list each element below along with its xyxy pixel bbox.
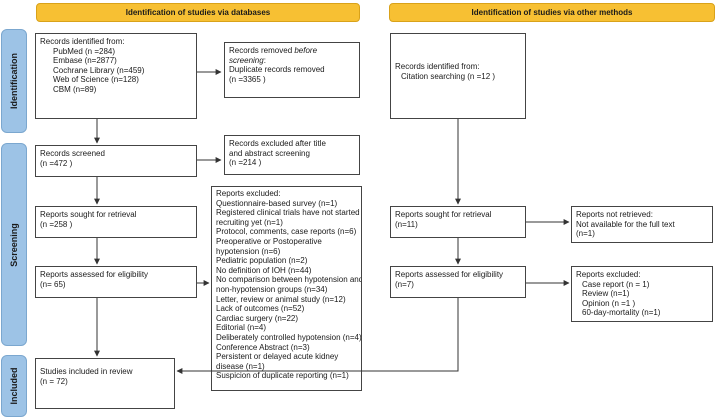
studies-included-count: (n = 72) bbox=[40, 376, 68, 386]
other-records-identified-box: Records identified from: Citation search… bbox=[390, 33, 526, 119]
excluded-kidney-disease-cont: disease (n=1) bbox=[216, 361, 265, 371]
excluded-questionnaire: Questionnaire-based survey (n=1) bbox=[216, 198, 338, 208]
excluded-editorial: Editorial (n=4) bbox=[216, 323, 267, 333]
header-databases: Identification of studies via databases bbox=[36, 3, 360, 22]
records-excluded-box: Records excluded after title and abstrac… bbox=[224, 135, 360, 175]
records-removed-prefix: Records removed bbox=[229, 46, 295, 55]
records-removed-line2: screening: bbox=[229, 56, 355, 66]
records-removed-line1: Records removed before bbox=[229, 46, 355, 56]
other-reports-assessed-box: Reports assessed for eligibility (n=7) bbox=[390, 266, 526, 298]
records-excluded-count: (n =214 ) bbox=[229, 158, 262, 168]
other-not-retrieved-box: Reports not retrieved: Not available for… bbox=[571, 206, 713, 243]
duplicate-records-label: Duplicate records removed bbox=[229, 65, 325, 75]
excluded-no-comparison: No comparison between hypotension and bbox=[216, 275, 362, 285]
records-identified-title: Records identified from: bbox=[40, 37, 125, 46]
source-cbm: CBM (n=89) bbox=[53, 84, 97, 94]
arrow-other-assessed-to-included bbox=[176, 298, 459, 374]
records-screened-box: Records screened (n =472 ) bbox=[35, 145, 197, 177]
excluded-registered-trials-cont: recruiting yet (n=1) bbox=[216, 217, 283, 227]
records-screened-label: Records screened bbox=[40, 149, 105, 158]
duplicate-records-count: (n =3365 ) bbox=[229, 74, 266, 84]
reports-assessed-box: Reports assessed for eligibility (n= 65) bbox=[35, 266, 197, 298]
excluded-no-comparison-cont: non-hypotension groups (n=34) bbox=[216, 284, 328, 294]
excluded-pre-post-op-cont: hypotension (n=6) bbox=[216, 246, 281, 256]
excluded-lack-outcomes: Lack of outcomes (n=52) bbox=[216, 304, 305, 314]
reports-sought-box: Reports sought for retrieval (n =258 ) bbox=[35, 206, 197, 238]
reports-assessed-label: Reports assessed for eligibility bbox=[40, 270, 149, 279]
excluded-conference-abstract: Conference Abstract (n=3) bbox=[216, 342, 310, 352]
records-screened-count: (n =472 ) bbox=[40, 158, 73, 168]
source-embase: Embase (n=2877) bbox=[53, 56, 117, 66]
excluded-duplicate-reporting: Suspicion of duplicate reporting (n=1) bbox=[216, 371, 349, 381]
other-reports-sought-box: Reports sought for retrieval (n=11) bbox=[390, 206, 526, 238]
excluded-protocol: Protocol, comments, case reports (n=6) bbox=[216, 227, 357, 237]
other-reports-sought-count: (n=11) bbox=[395, 219, 418, 229]
excluded-controlled-hypotension: Deliberately controlled hypotension (n=4… bbox=[216, 332, 362, 342]
other-excluded-review: Review (n=1) bbox=[582, 289, 630, 299]
reports-excluded-title: Reports excluded: bbox=[216, 189, 281, 198]
source-web-of-science: Web of Science (n=128) bbox=[53, 75, 139, 85]
studies-included-box: Studies included in review (n = 72) bbox=[35, 358, 175, 409]
records-excluded-line1: Records excluded after title bbox=[229, 139, 326, 148]
phase-screening: Screening bbox=[1, 143, 27, 346]
reports-sought-label: Reports sought for retrieval bbox=[40, 210, 137, 219]
citation-searching: Citation searching (n =12 ) bbox=[401, 71, 496, 81]
other-excluded-title: Reports excluded: bbox=[576, 270, 641, 279]
studies-included-label: Studies included in review bbox=[40, 367, 133, 376]
other-excluded-case-report: Case report (n = 1) bbox=[582, 279, 650, 289]
reports-assessed-count: (n= 65) bbox=[40, 279, 66, 289]
not-retrieved-count: (n=1) bbox=[576, 229, 595, 239]
excluded-registered-trials: Registered clinical trials have not star… bbox=[216, 208, 360, 218]
excluded-pediatric: Pediatric population (n=2) bbox=[216, 256, 308, 266]
not-retrieved-reason: Not available for the full text bbox=[576, 219, 675, 229]
records-removed-before: before bbox=[294, 46, 318, 55]
source-cochrane: Cochrane Library (n=459) bbox=[53, 65, 145, 75]
other-reports-assessed-count: (n=7) bbox=[395, 279, 414, 289]
other-reports-assessed-label: Reports assessed for eligibility bbox=[395, 270, 504, 279]
source-pubmed: PubMed (n =284) bbox=[53, 46, 116, 56]
header-other-methods: Identification of studies via other meth… bbox=[389, 3, 715, 22]
records-identified-box: Records identified from: PubMed (n =284)… bbox=[35, 33, 197, 119]
reports-excluded-box: Reports excluded: Questionnaire-based su… bbox=[211, 186, 362, 391]
phase-included: Included bbox=[1, 355, 27, 417]
excluded-cardiac-surgery: Cardiac surgery (n=22) bbox=[216, 313, 299, 323]
records-removed-screening: screening bbox=[229, 55, 264, 65]
excluded-kidney-disease: Persistent or delayed acute kidney bbox=[216, 352, 339, 362]
records-removed-colon: : bbox=[263, 55, 266, 65]
records-excluded-line2: and abstract screening bbox=[229, 148, 310, 158]
excluded-pre-post-op: Preoperative or Postoperative bbox=[216, 236, 322, 246]
phase-identification: Identification bbox=[1, 29, 27, 133]
records-removed-box: Records removed before screening: Duplic… bbox=[224, 42, 360, 98]
other-excluded-opinion: Opinion (n =1 ) bbox=[582, 298, 636, 308]
other-records-identified-title: Records identified from: bbox=[395, 62, 480, 71]
not-retrieved-title: Reports not retrieved: bbox=[576, 210, 653, 219]
other-reports-sought-label: Reports sought for retrieval bbox=[395, 210, 492, 219]
reports-sought-count: (n =258 ) bbox=[40, 219, 73, 229]
excluded-letter-review: Letter, review or animal study (n=12) bbox=[216, 294, 346, 304]
other-excluded-mortality: 60-day-mortality (n=1) bbox=[582, 308, 661, 318]
other-reports-excluded-box: Reports excluded: Case report (n = 1) Re… bbox=[571, 266, 713, 322]
excluded-no-ioh-definition: No definition of IOH (n=44) bbox=[216, 265, 312, 275]
